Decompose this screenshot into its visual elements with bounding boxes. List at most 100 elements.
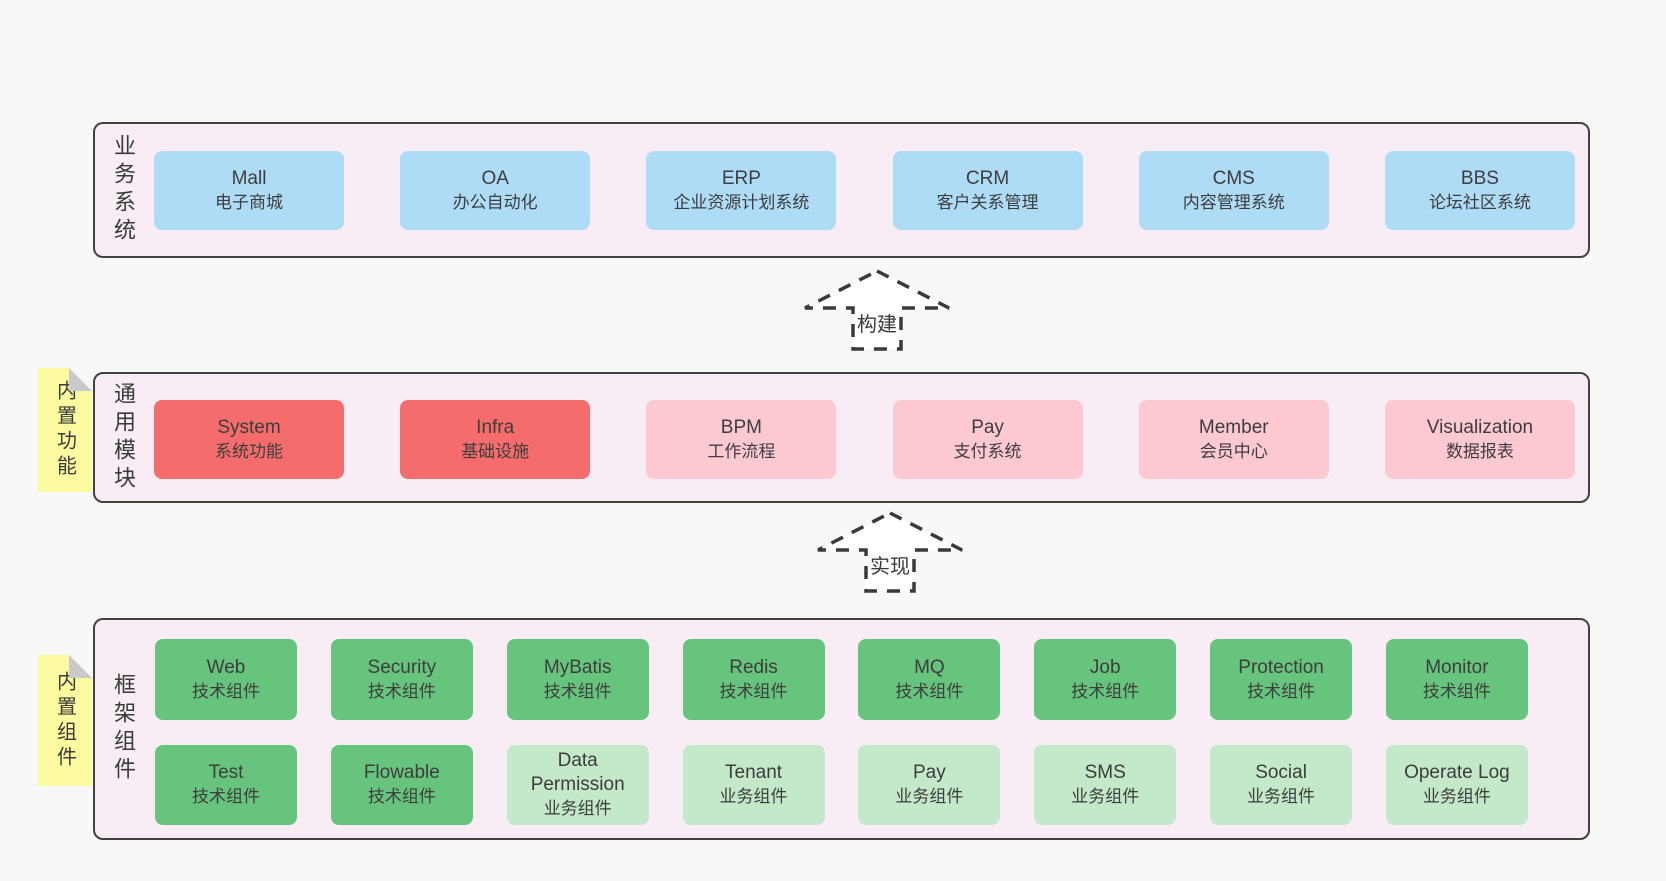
component-box-test: Test 技术组件 bbox=[155, 745, 297, 825]
module-box-system: System 系统功能 bbox=[154, 400, 344, 479]
box-title: Infra bbox=[476, 416, 515, 438]
box-subtitle: 业务组件 bbox=[1422, 787, 1491, 806]
module-box-bpm: BPM 工作流程 bbox=[646, 400, 837, 479]
build-arrow-label: 构建 bbox=[857, 314, 897, 336]
box-title: Operate Log bbox=[1404, 762, 1510, 783]
system-box-erp: ERP 企业资源计划系统 bbox=[646, 151, 837, 230]
business-row: Mall 电子商城 OA 办公自动化 ERP 企业资源计划系统 CRM 客户关系… bbox=[154, 151, 1575, 230]
box-subtitle: 技术组件 bbox=[367, 681, 436, 701]
box-subtitle: 技术组件 bbox=[1071, 681, 1140, 701]
box-subtitle: 客户关系管理 bbox=[936, 192, 1039, 212]
module-box-member: Member 会员中心 bbox=[1138, 400, 1329, 479]
box-subtitle: 数据报表 bbox=[1445, 441, 1514, 461]
box-subtitle: 会员中心 bbox=[1199, 441, 1268, 461]
box-subtitle: 论坛社区系统 bbox=[1428, 192, 1531, 212]
system-box-crm: CRM 客户关系管理 bbox=[892, 151, 1083, 230]
box-title: Protection bbox=[1238, 656, 1324, 678]
component-box-tenant: Tenant 业务组件 bbox=[682, 745, 825, 825]
box-title: Member bbox=[1198, 416, 1269, 438]
system-box-bbs: BBS 论坛社区系统 bbox=[1384, 151, 1575, 230]
box-subtitle: 技术组件 bbox=[1247, 681, 1316, 701]
box-subtitle: 技术组件 bbox=[895, 681, 964, 701]
system-box-oa: OA 办公自动化 bbox=[400, 151, 591, 230]
box-subtitle: 业务组件 bbox=[895, 787, 964, 806]
box-title: ERP bbox=[721, 167, 761, 189]
implement-arrow-label: 实现 bbox=[870, 556, 910, 578]
arrow-shape bbox=[817, 511, 963, 593]
box-subtitle: 技术组件 bbox=[367, 787, 436, 806]
builtin-components-sticky: 内置组件 bbox=[38, 655, 92, 786]
box-title: Social bbox=[1255, 762, 1307, 783]
component-box-protection: Protection 技术组件 bbox=[1210, 639, 1353, 720]
module-box-pay: Pay 支付系统 bbox=[892, 400, 1083, 479]
component-box-sms: SMS 业务组件 bbox=[1034, 745, 1177, 825]
module-box-infra: Infra 基础设施 bbox=[400, 400, 591, 479]
component-box-monitor: Monitor 技术组件 bbox=[1385, 639, 1528, 720]
up-arrow-icon bbox=[817, 511, 963, 593]
box-subtitle: 技术组件 bbox=[1422, 681, 1491, 701]
box-title: Tenant bbox=[725, 762, 783, 783]
component-box-mq: MQ 技术组件 bbox=[858, 639, 1001, 720]
implement-arrow: 实现 bbox=[815, 510, 965, 595]
module-box-visualization: Visualization 数据报表 bbox=[1384, 400, 1575, 479]
box-title: Redis bbox=[729, 656, 778, 678]
box-title: CMS bbox=[1212, 167, 1255, 189]
box-title: MQ bbox=[914, 656, 945, 678]
box-subtitle: 业务组件 bbox=[1071, 787, 1140, 806]
box-title: SMS bbox=[1084, 762, 1126, 783]
business-systems-panel: 业务系统 Mall 电子商城 OA 办公自动化 ERP 企业资源计划系统 CRM… bbox=[93, 122, 1590, 258]
component-box-mybatis: MyBatis 技术组件 bbox=[506, 639, 649, 720]
box-title: Mall bbox=[231, 167, 267, 189]
up-arrow-icon bbox=[804, 269, 950, 351]
framework-panel-label: 框架组件 bbox=[111, 673, 136, 785]
component-box-job: Job 技术组件 bbox=[1034, 639, 1177, 720]
component-box-pay: Pay 业务组件 bbox=[858, 745, 1001, 825]
system-box-mall: Mall 电子商城 bbox=[154, 151, 344, 230]
box-title: Security bbox=[367, 656, 437, 678]
box-subtitle: 工作流程 bbox=[707, 441, 776, 461]
box-subtitle: 技术组件 bbox=[719, 681, 788, 701]
builtin-features-sticky: 内置功能 bbox=[38, 368, 92, 492]
box-subtitle: 技术组件 bbox=[543, 681, 612, 701]
component-box-operate-log: Operate Log 业务组件 bbox=[1385, 745, 1528, 825]
business-panel-label: 业务系统 bbox=[111, 134, 136, 246]
component-box-security: Security 技术组件 bbox=[330, 639, 473, 720]
component-box-flowable: Flowable 技术组件 bbox=[330, 745, 473, 825]
box-title: Data Permission bbox=[530, 750, 625, 795]
framework-components-panel: 框架组件 Web 技术组件 Security 技术组件 MyBatis 技术组件… bbox=[93, 618, 1590, 840]
system-box-cms: CMS 内容管理系统 bbox=[1138, 151, 1329, 230]
box-title: BBS bbox=[1460, 167, 1499, 189]
box-subtitle: 业务组件 bbox=[543, 799, 612, 818]
box-subtitle: 内容管理系统 bbox=[1182, 192, 1285, 212]
box-subtitle: 企业资源计划系统 bbox=[673, 192, 810, 212]
box-title: Monitor bbox=[1425, 656, 1489, 678]
common-modules-panel: 通用模块 System 系统功能 Infra 基础设施 BPM 工作流程 Pay… bbox=[93, 372, 1590, 503]
box-title: System bbox=[217, 416, 281, 438]
sticky-label: 内置组件 bbox=[53, 670, 76, 771]
box-subtitle: 基础设施 bbox=[461, 441, 530, 461]
box-title: BPM bbox=[720, 416, 762, 438]
framework-row-2: Test 技术组件 Flowable 技术组件 Data Permission … bbox=[155, 745, 1528, 825]
box-subtitle: 业务组件 bbox=[1247, 787, 1316, 806]
box-subtitle: 业务组件 bbox=[719, 787, 788, 806]
box-subtitle: 系统功能 bbox=[215, 441, 283, 461]
box-subtitle: 支付系统 bbox=[953, 441, 1022, 461]
box-title: OA bbox=[481, 167, 509, 189]
box-subtitle: 电子商城 bbox=[215, 192, 283, 212]
box-subtitle: 技术组件 bbox=[192, 681, 260, 701]
component-box-redis: Redis 技术组件 bbox=[682, 639, 825, 720]
box-subtitle: 技术组件 bbox=[192, 787, 260, 806]
box-title: Visualization bbox=[1426, 416, 1534, 438]
box-title: CRM bbox=[965, 167, 1010, 189]
sticky-label: 内置功能 bbox=[53, 380, 76, 480]
box-subtitle: 办公自动化 bbox=[452, 192, 538, 212]
component-box-web: Web 技术组件 bbox=[155, 639, 297, 720]
box-title: Web bbox=[206, 656, 246, 678]
box-title: Job bbox=[1089, 656, 1121, 678]
build-arrow: 构建 bbox=[802, 268, 952, 353]
modules-panel-label: 通用模块 bbox=[111, 381, 136, 494]
framework-row-1: Web 技术组件 Security 技术组件 MyBatis 技术组件 Redi… bbox=[155, 639, 1528, 720]
box-title: Pay bbox=[913, 762, 946, 783]
arrow-shape bbox=[804, 269, 950, 351]
